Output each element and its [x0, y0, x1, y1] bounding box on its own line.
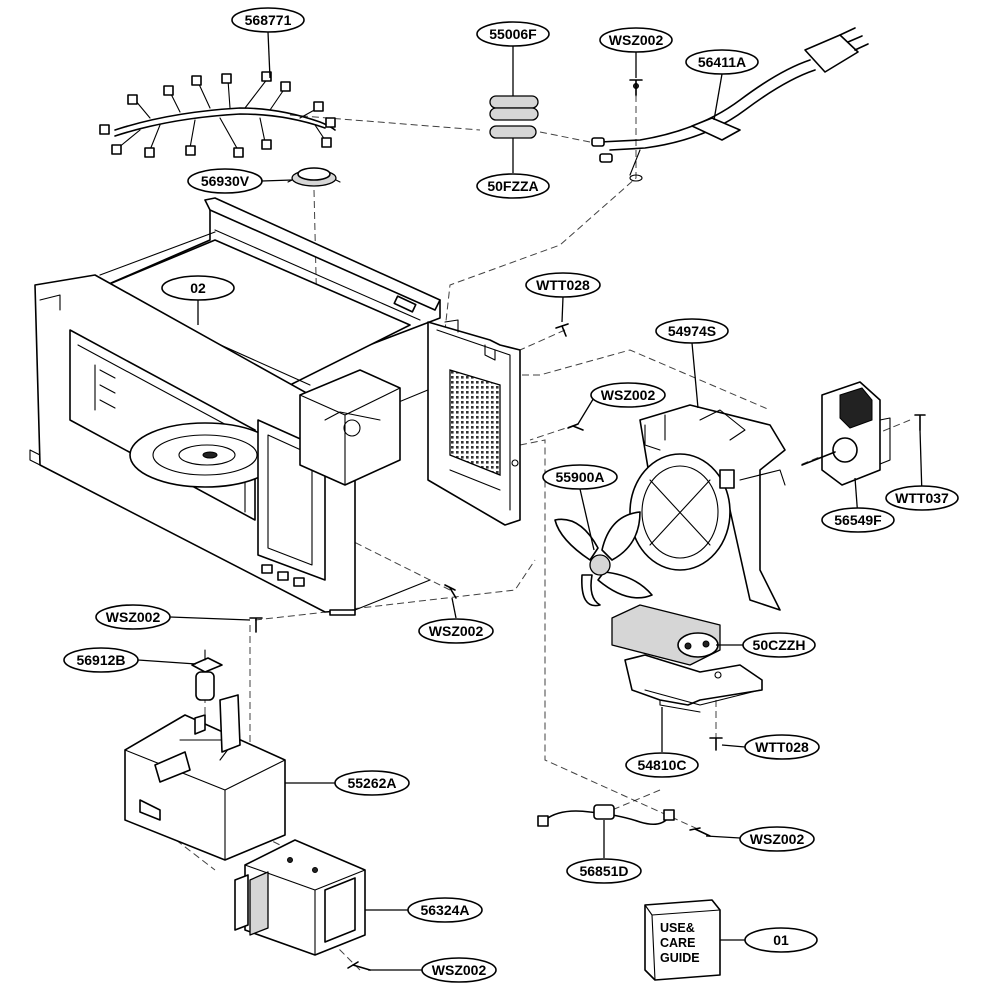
label-WSZ002-top: WSZ002 — [609, 32, 664, 48]
screws — [249, 79, 926, 971]
callout-56912B: 56912B — [63, 647, 139, 673]
label-56549F: 56549F — [834, 512, 882, 528]
leader-lines — [137, 31, 923, 971]
label-54974S: 54974S — [668, 323, 716, 339]
label-55262A: 55262A — [347, 775, 396, 791]
label-WSZ002-bottom: WSZ002 — [432, 962, 487, 978]
callout-56324A: 56324A — [407, 897, 483, 923]
label-WSZ002-low: WSZ002 — [750, 831, 805, 847]
label-01: 01 — [773, 932, 789, 948]
label-56851D: 56851D — [579, 863, 628, 879]
screw-wtt028-low — [709, 737, 723, 751]
capacitor — [611, 604, 721, 666]
label-55006F: 55006F — [489, 26, 537, 42]
screw-wsz002-left — [249, 617, 263, 633]
callout-WSZ002-bottom: WSZ002 — [421, 957, 497, 983]
callout-55006F: 55006F — [476, 21, 550, 47]
label-56930V: 56930V — [201, 173, 250, 189]
callout-56930V: 56930V — [187, 168, 263, 194]
callout-WSZ002-low: WSZ002 — [739, 826, 815, 852]
callout-01: 01 — [744, 927, 818, 953]
callout-568771: 568771 — [231, 7, 305, 33]
guide-book-line2: CARE — [660, 936, 695, 950]
callout-55900A: 55900A — [542, 464, 618, 490]
noise-filter — [537, 804, 675, 827]
screw-wsz002-mid — [567, 423, 584, 431]
label-WTT028-mid: WTT028 — [536, 277, 590, 293]
screw-wsz002-center — [444, 584, 457, 599]
label-56411A: 56411A — [698, 54, 746, 70]
label-50CZZH: 50CZZH — [753, 637, 806, 653]
label-568771: 568771 — [245, 12, 292, 28]
callout-56851D: 56851D — [566, 858, 642, 884]
hv-diode — [191, 649, 223, 701]
callout-56549F: 56549F — [821, 507, 895, 533]
screw-wtt028-mid — [555, 323, 569, 337]
callout-50CZZH: 50CZZH — [742, 632, 816, 658]
callout-55262A: 55262A — [334, 770, 410, 796]
label-55900A: 55900A — [555, 469, 604, 485]
callout-02: 02 — [161, 275, 235, 301]
label-WTT028-low: WTT028 — [755, 739, 809, 755]
callout-56411A: 56411A — [685, 49, 759, 75]
label-WTT037: WTT037 — [895, 490, 949, 506]
magnetron — [234, 839, 366, 956]
capacitor-bracket — [624, 654, 763, 713]
fan-blade — [554, 511, 653, 607]
screw-wtt037 — [914, 414, 926, 431]
guide-book-line3: GUIDE — [660, 951, 700, 965]
label-50FZZA: 50FZZA — [487, 178, 538, 194]
fan-motor — [801, 381, 891, 486]
label-02: 02 — [190, 280, 206, 296]
wire-harness — [99, 71, 336, 158]
callout-WSZ002-left: WSZ002 — [95, 604, 171, 630]
microwave-chassis — [29, 197, 521, 616]
label-56912B: 56912B — [76, 652, 125, 668]
callout-WTT037: WTT037 — [885, 485, 959, 511]
use-care-guide-book: USE& CARE GUIDE — [644, 899, 721, 981]
callout-WSZ002-center: WSZ002 — [418, 618, 494, 644]
screw-wsz002-bottom — [347, 961, 371, 971]
callout-WTT028-low: WTT028 — [744, 734, 820, 760]
callout-WSZ002-mid: WSZ002 — [590, 382, 666, 408]
label-54810C: 54810C — [637, 757, 686, 773]
screw-wsz002-low — [689, 827, 711, 837]
part-labels: 568771 55006F WSZ002 56411A 50FZZA 56930… — [63, 7, 959, 983]
label-WSZ002-left: WSZ002 — [106, 609, 161, 625]
label-WSZ002-center: WSZ002 — [429, 623, 484, 639]
screw-wsz002-top — [629, 79, 643, 96]
label-56324A: 56324A — [420, 902, 469, 918]
callout-WTT028-mid: WTT028 — [525, 272, 601, 298]
hv-transformer — [124, 694, 286, 861]
callout-54974S: 54974S — [655, 318, 729, 344]
callout-54810C: 54810C — [625, 752, 699, 778]
fan-bracket — [629, 404, 786, 611]
callout-50FZZA: 50FZZA — [476, 173, 550, 199]
label-WSZ002-mid: WSZ002 — [601, 387, 656, 403]
fuses — [489, 95, 539, 139]
thermal-cutout — [287, 167, 341, 187]
guide-book-line1: USE& — [660, 921, 695, 935]
callout-WSZ002-top: WSZ002 — [599, 27, 673, 53]
